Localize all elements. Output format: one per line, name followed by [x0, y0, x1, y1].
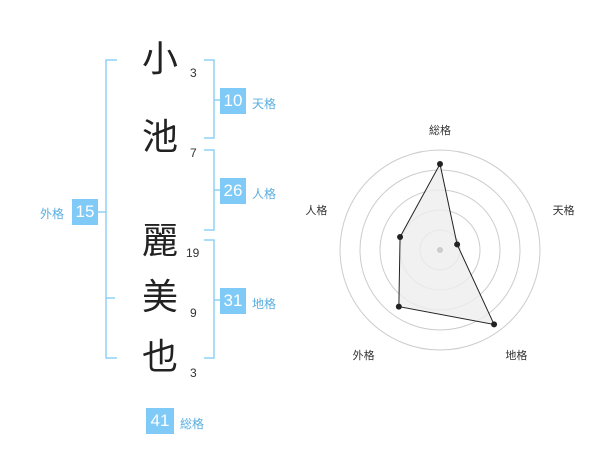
tenkaku-bracket [204, 59, 215, 139]
chikaku-value: 31 [220, 288, 246, 314]
radar-point-3 [491, 321, 498, 328]
radar-axis-label-1: 総格 [429, 123, 451, 137]
radar-axis-label-3: 地格 [505, 348, 527, 362]
name-char-2: 池 [141, 117, 178, 158]
tenkaku-label: 天格 [252, 97, 277, 111]
stroke-count-1: 3 [190, 66, 197, 80]
stroke-count-5: 3 [190, 366, 197, 380]
radar-axis-label-5: 人格 [305, 203, 327, 217]
stroke-count-2: 7 [190, 146, 197, 160]
radar-axis-label-2: 天格 [553, 203, 575, 217]
stroke-count-3: 19 [186, 246, 200, 260]
radar-point-1 [437, 161, 443, 167]
chikaku-label: 地格 [252, 297, 277, 311]
jinkaku-value: 26 [220, 178, 246, 204]
radar-ring [339, 149, 541, 351]
gaikaku-label: 外格 [40, 207, 65, 221]
name-char-1: 小 [141, 39, 178, 80]
radar-point-4 [395, 303, 402, 310]
soukaku-label: 総格 [180, 417, 205, 431]
gaikaku-value: 15 [72, 199, 98, 225]
gaikaku-bracket [105, 59, 117, 359]
chikaku-bracket [204, 239, 215, 359]
name-char-4: 美 [141, 277, 178, 318]
radar-point-5 [397, 234, 404, 241]
radar-center-dot [437, 247, 443, 253]
radar-series-polygon [398, 162, 495, 326]
tenkaku-value: 10 [220, 88, 246, 114]
radar-point-2 [454, 241, 461, 248]
name-char-5: 也 [141, 337, 178, 378]
soukaku-value: 41 [146, 408, 174, 434]
stroke-count-4: 9 [190, 306, 197, 320]
name-char-3: 麗 [141, 221, 178, 262]
jinkaku-label: 人格 [252, 187, 277, 201]
radar-axis-label-4: 外格 [353, 348, 375, 362]
